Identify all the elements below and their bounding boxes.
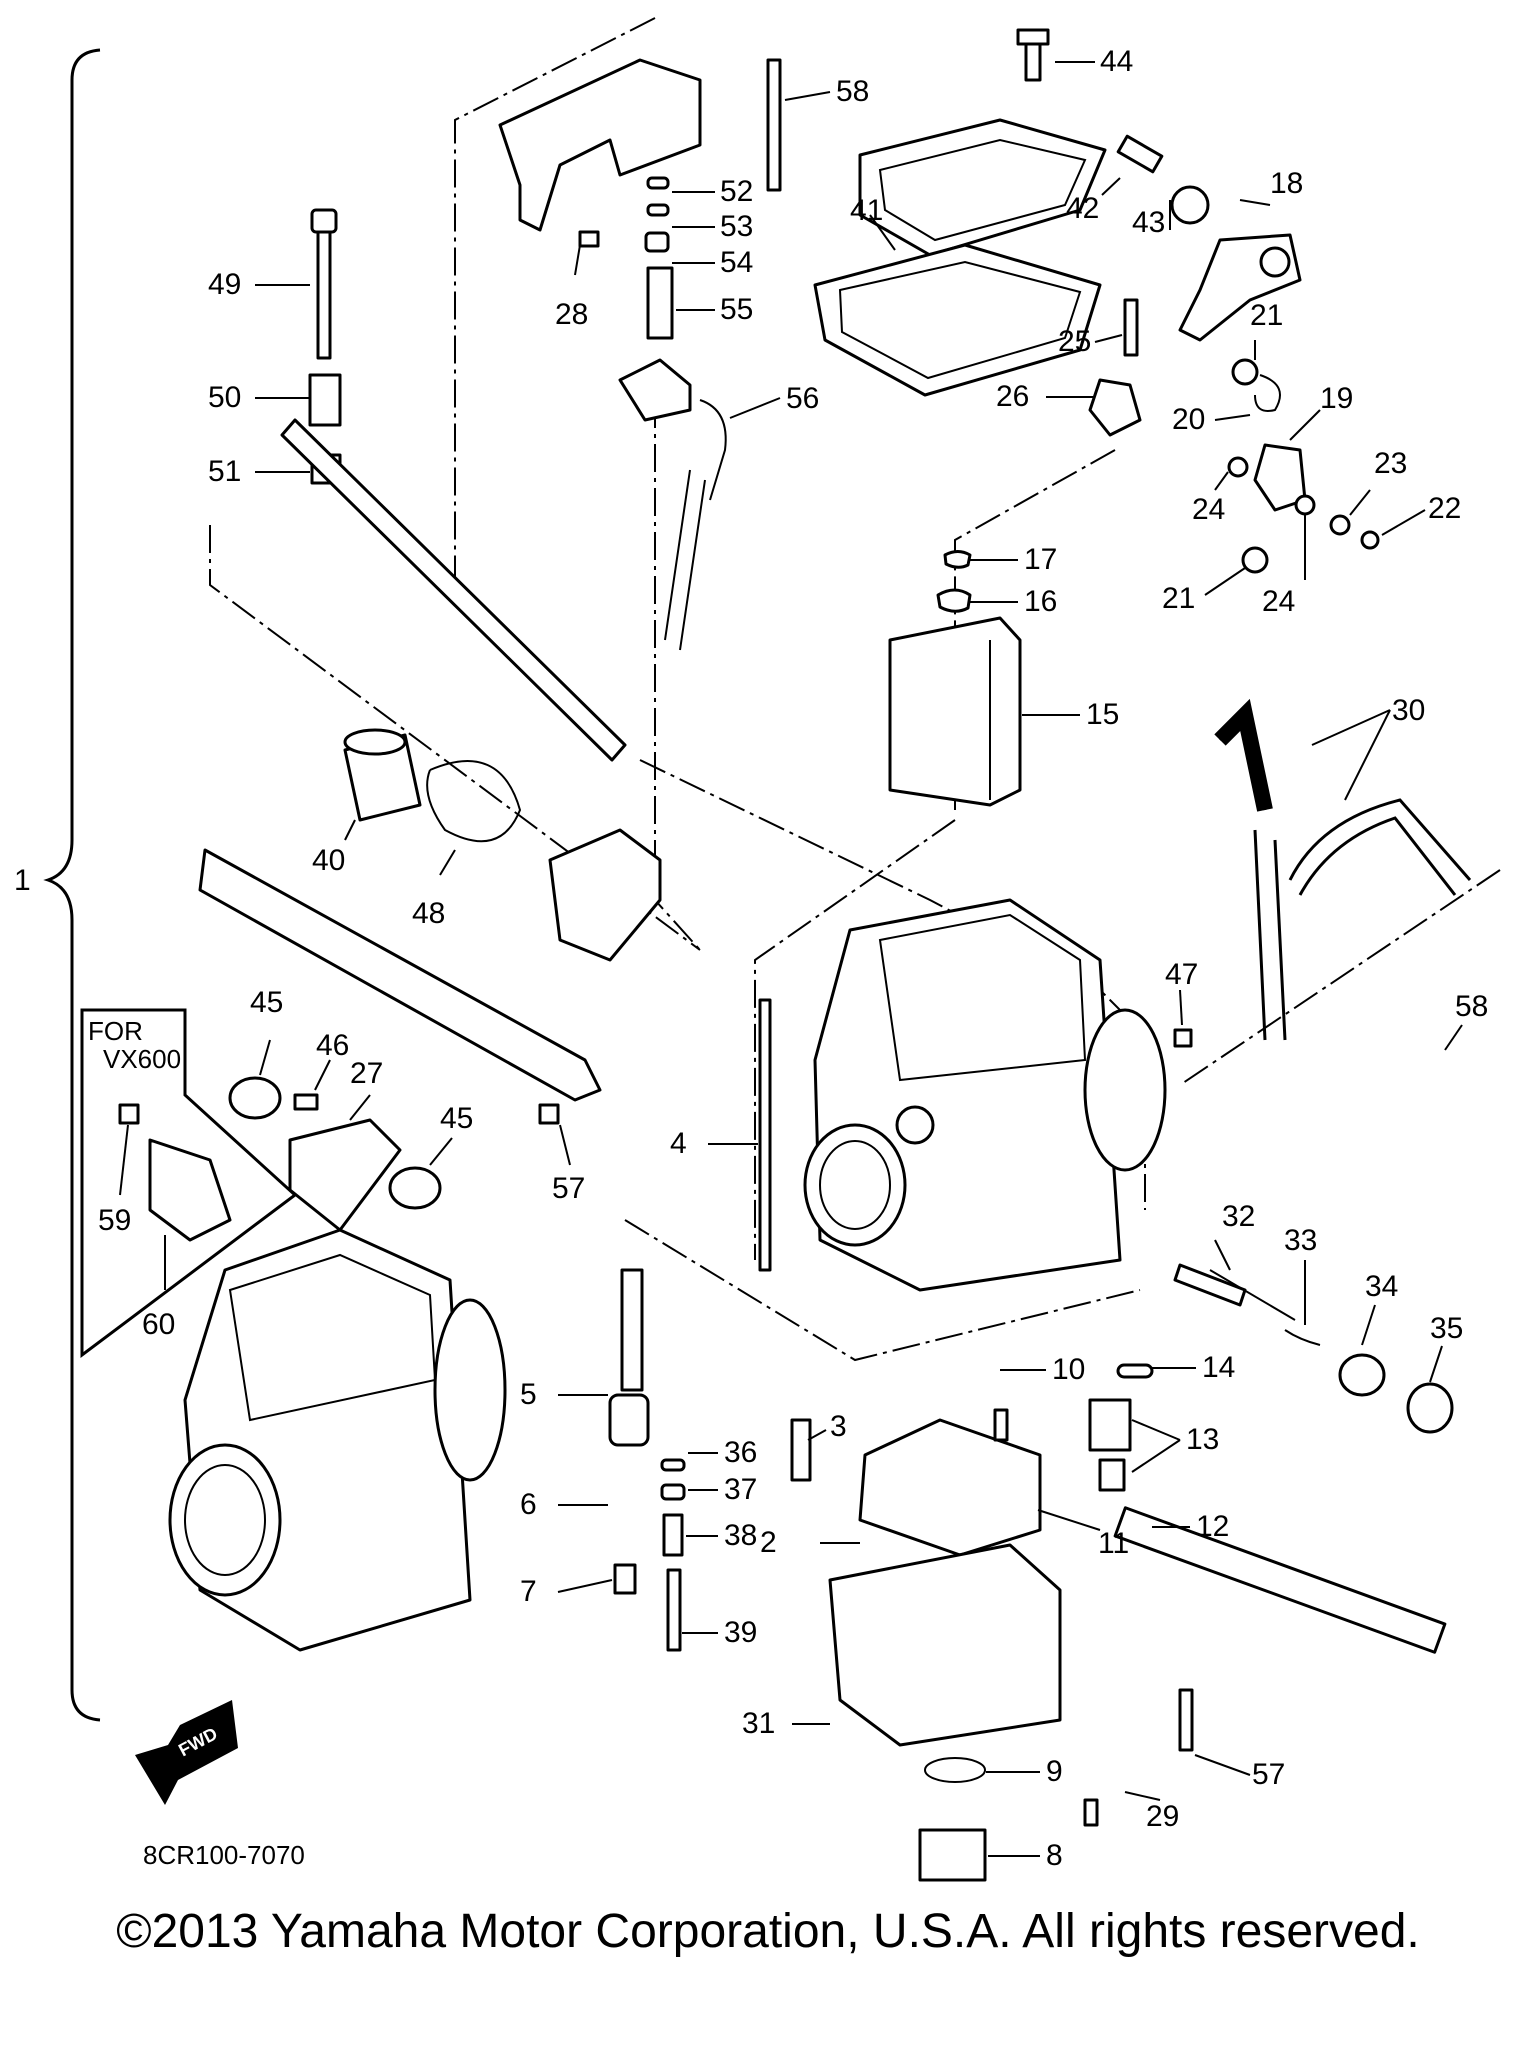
- callout-20: 20: [1172, 403, 1205, 436]
- jets: [608, 1268, 686, 1652]
- callout-30: 30: [1392, 694, 1425, 727]
- collar-spring: [343, 728, 662, 962]
- assembly-bracket: [43, 48, 101, 1722]
- callout-33: 33: [1284, 1224, 1317, 1257]
- callouts: 1 2 3 4 5 6 7 8 9 10 11 12 13 14 15 16 1…: [14, 45, 1488, 1872]
- idle-screw: [308, 208, 342, 485]
- callout-14: 14: [1202, 1351, 1235, 1384]
- callout-35: 35: [1430, 1312, 1463, 1345]
- callout-55: 55: [720, 293, 753, 326]
- callout-2: 2: [760, 1526, 777, 1559]
- callout-23: 23: [1374, 447, 1407, 480]
- callout-54: 54: [720, 246, 753, 279]
- top-cover: [813, 28, 1107, 397]
- pilot-screw: [1173, 1263, 1454, 1434]
- callout-59: 59: [98, 1204, 131, 1237]
- carburetor-body-right: [758, 898, 1167, 1292]
- callout-21: 21: [1250, 299, 1283, 332]
- callout-9: 9: [1046, 1755, 1063, 1788]
- callout-8: 8: [1046, 1839, 1063, 1872]
- callout-40: 40: [312, 844, 345, 877]
- callout-6: 6: [520, 1488, 537, 1521]
- callout-41: 41: [850, 194, 883, 227]
- callout-42: 42: [1066, 192, 1099, 225]
- callout-38: 38: [724, 1519, 757, 1552]
- callout-39: 39: [724, 1616, 757, 1649]
- callout-16: 16: [1024, 585, 1057, 618]
- callout-3: 3: [830, 1410, 847, 1443]
- callout-50: 50: [208, 381, 241, 414]
- callout-51: 51: [208, 455, 241, 488]
- callout-47: 47: [1165, 958, 1198, 991]
- callout-1: 1: [14, 864, 31, 897]
- variant-label-line2: VX600: [103, 1044, 181, 1074]
- carburetor-body-left: [168, 1118, 507, 1652]
- callout-43: 43: [1132, 206, 1165, 239]
- callout-60: 60: [142, 1308, 175, 1341]
- callout-53: 53: [720, 210, 753, 243]
- throttle-valve: [888, 550, 1022, 807]
- callout-52: 52: [720, 175, 753, 208]
- callout-48: 48: [412, 897, 445, 930]
- cable-bracket: [498, 58, 782, 651]
- variant-label-line1: FOR: [88, 1016, 143, 1046]
- callout-36: 36: [724, 1436, 757, 1469]
- callout-27: 27: [350, 1057, 383, 1090]
- callout-45b: 45: [440, 1102, 473, 1135]
- callout-57b: 57: [1252, 1758, 1285, 1791]
- callout-56: 56: [786, 382, 819, 415]
- callout-7: 7: [520, 1575, 537, 1608]
- vent-hoses: [1214, 698, 1472, 1041]
- callout-24: 24: [1192, 493, 1225, 526]
- float-bowl: [790, 1363, 1447, 1882]
- callout-46: 46: [316, 1029, 349, 1062]
- callout-58b: 58: [1455, 990, 1488, 1023]
- callout-13: 13: [1186, 1423, 1219, 1456]
- callout-12: 12: [1196, 1510, 1229, 1543]
- vx600-inset: FOR VX600: [80, 1008, 298, 1359]
- callout-28: 28: [555, 298, 588, 331]
- callout-44: 44: [1100, 45, 1133, 78]
- callout-37: 37: [724, 1473, 757, 1506]
- throttle-shaft: [198, 418, 627, 1102]
- callout-29: 29: [1146, 1800, 1179, 1833]
- callout-11: 11: [1098, 1527, 1129, 1560]
- copyright-notice: ©2013 Yamaha Motor Corporation, U.S.A. A…: [116, 1905, 1420, 1958]
- callout-49: 49: [208, 268, 241, 301]
- callout-21b: 21: [1162, 582, 1195, 615]
- callout-15: 15: [1086, 698, 1119, 731]
- drawing-code: 8CR100-7070: [143, 1840, 305, 1870]
- callout-10: 10: [1052, 1353, 1085, 1386]
- callout-58: 58: [836, 75, 869, 108]
- callout-31: 31: [742, 1707, 775, 1740]
- callout-45: 45: [250, 986, 283, 1019]
- fwd-arrow-icon: FWD: [135, 1700, 238, 1805]
- callout-26: 26: [996, 380, 1029, 413]
- callout-4: 4: [670, 1127, 687, 1160]
- throttle-linkage: [1088, 134, 1380, 574]
- callout-22: 22: [1428, 492, 1461, 525]
- callout-32: 32: [1222, 1200, 1255, 1233]
- callout-19: 19: [1320, 382, 1353, 415]
- callout-17: 17: [1024, 543, 1057, 576]
- callout-34: 34: [1365, 1270, 1398, 1303]
- callout-25: 25: [1058, 325, 1091, 358]
- callout-18: 18: [1270, 167, 1303, 200]
- callout-24b: 24: [1262, 585, 1295, 618]
- callout-57: 57: [552, 1172, 585, 1205]
- brackets: [538, 1103, 1194, 1752]
- washers: [228, 1028, 1193, 1210]
- callout-5: 5: [520, 1378, 537, 1411]
